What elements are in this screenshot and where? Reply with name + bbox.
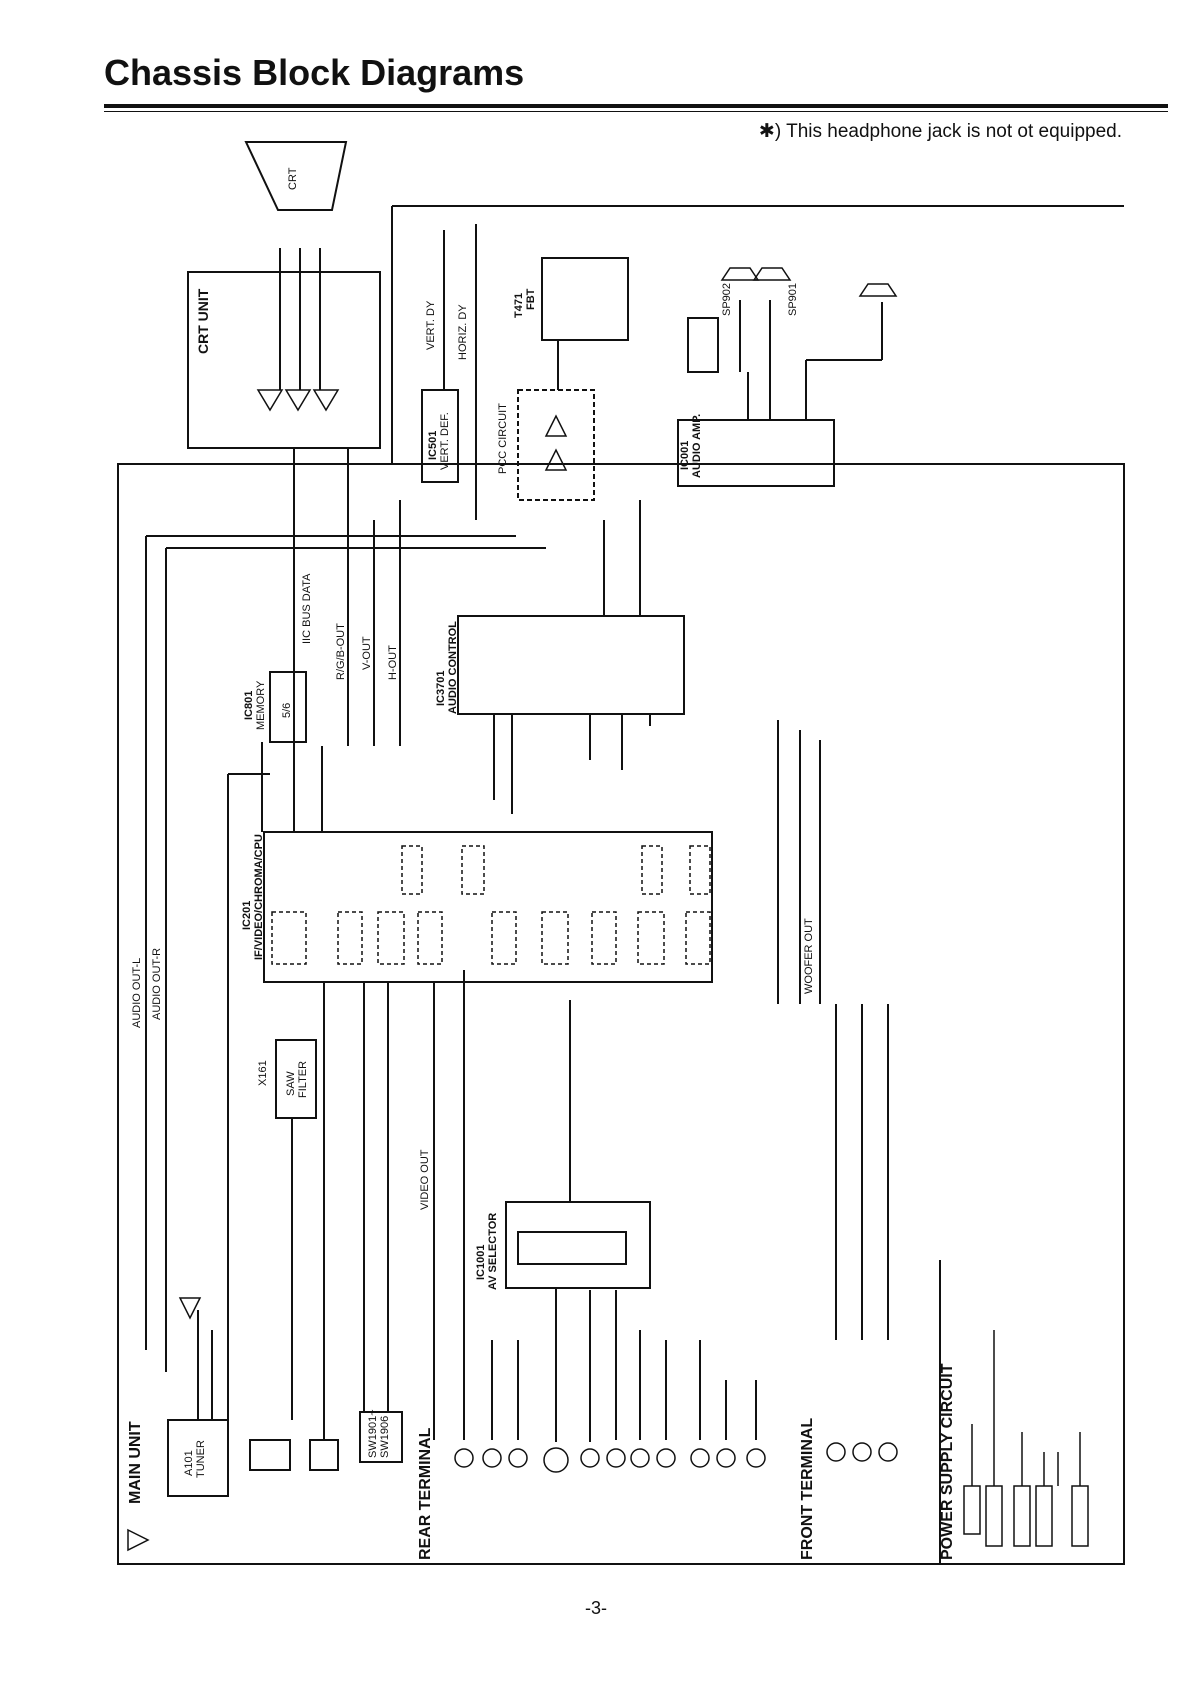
ic001-label: IC001 — [679, 441, 691, 470]
tuner-sublabel: TUNER — [195, 1440, 207, 1478]
signal-audio-out-l: AUDIO OUT-L — [131, 958, 143, 1028]
pcc-label: PCC CIRCUIT — [497, 403, 509, 474]
sp902-label: SP902 — [721, 283, 733, 316]
ic201-label: IC201 — [241, 901, 253, 930]
signal-video-out: VIDEO OUT — [419, 1149, 431, 1210]
crt-unit-label: CRT UNIT — [195, 288, 211, 354]
signal-iic-bus-data: IIC BUS DATA — [301, 573, 313, 644]
headphone-note: ✱) This headphone jack is not ot equippe… — [758, 121, 1122, 142]
t471-label: T471 — [513, 293, 525, 318]
sp901-label: SP901 — [787, 283, 799, 316]
page-title: Chassis Block Diagrams — [104, 52, 525, 93]
ic501-sublabel: VERT. DEF. — [439, 412, 451, 470]
saw-sublabel: FILTER — [297, 1061, 309, 1098]
ic3701-sublabel: AUDIO CONTROL — [447, 621, 459, 714]
signal-v-out: V-OUT — [361, 636, 373, 670]
signal-vert-dy: VERT. DY — [425, 300, 437, 350]
t471-sublabel: FBT — [525, 288, 537, 310]
page-number: -3- — [585, 1598, 607, 1618]
signal-horiz-dy: HORIZ. DY — [457, 304, 469, 360]
ic801-pin: 5/6 — [281, 703, 293, 718]
ic801-label: IC801 — [243, 691, 255, 720]
crt-label: CRT — [287, 167, 299, 190]
ic1001-label: IC1001 — [475, 1245, 487, 1280]
ic001-sublabel: AUDIO AMP. — [691, 414, 703, 478]
sw-label: SW1901~ — [367, 1409, 379, 1458]
title-rule-thin — [104, 111, 1168, 112]
ic1001-sublabel: AV SELECTOR — [487, 1213, 499, 1290]
signal-rgb-out: R/G/B-OUT — [335, 623, 347, 680]
tuner-label: A101 — [183, 1450, 195, 1476]
signal-h-out: H-OUT — [387, 645, 399, 680]
saw-label: SAW — [285, 1071, 297, 1096]
ic201-sublabel: IF/VIDEO/CHROMA/CPU — [253, 834, 265, 960]
sw-sublabel: SW1906 — [379, 1416, 391, 1458]
ic501-label: IC501 — [427, 431, 439, 460]
x161-label: X161 — [257, 1060, 269, 1086]
main-unit-label: MAIN UNIT — [127, 1421, 144, 1504]
signal-woofer-out: WOOFER OUT — [803, 918, 815, 994]
ic801-sublabel: MEMORY — [255, 680, 267, 730]
signal-audio-out-r: AUDIO OUT-R — [151, 948, 163, 1020]
power-supply-label: POWER SUPPLY CIRCUIT — [939, 1363, 956, 1560]
rear-terminal-label: REAR TERMINAL — [417, 1427, 434, 1560]
title-rule — [104, 104, 1168, 108]
ic3701-label: IC3701 — [435, 671, 447, 706]
front-terminal-label: FRONT TERMINAL — [799, 1418, 816, 1560]
